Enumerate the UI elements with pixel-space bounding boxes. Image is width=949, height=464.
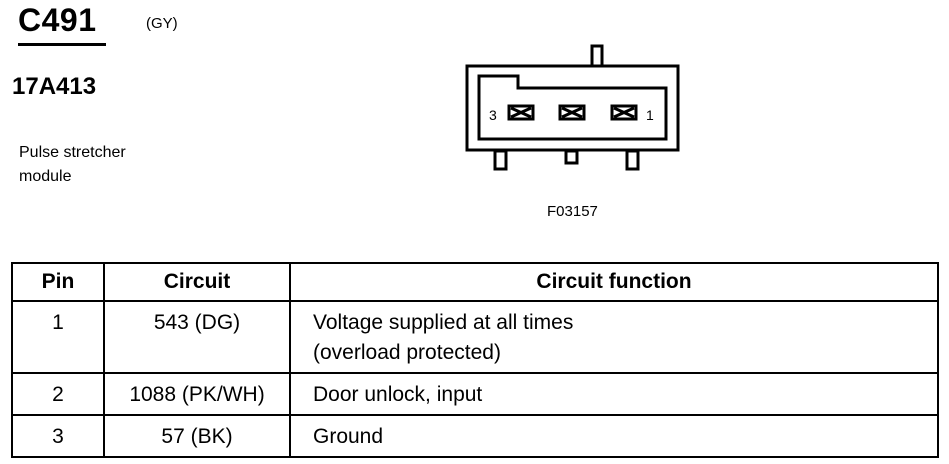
- table-row: 1 543 (DG) Voltage supplied at all times…: [11, 300, 939, 374]
- cell-pin: 2: [11, 372, 105, 416]
- header-circuit: Circuit: [103, 262, 291, 302]
- terminal-lead-3: [493, 149, 508, 171]
- connector-face-diagram: 3 1: [465, 44, 680, 171]
- connector-id-underline: [18, 43, 106, 46]
- part-number: 17A413: [12, 73, 97, 100]
- function-line: Voltage supplied at all times: [313, 311, 574, 334]
- function-line: (overload protected): [313, 341, 501, 364]
- figure-code: F03157: [547, 203, 598, 220]
- terminal-lead-2: [564, 149, 579, 165]
- pin-cavity-2: [558, 104, 586, 121]
- pin-cavity-1: [610, 104, 638, 121]
- cell-pin: 1: [11, 300, 105, 374]
- pin-cavity-3: [507, 104, 535, 121]
- table-header-row: Pin Circuit Circuit function: [11, 262, 939, 302]
- component-name-line: module: [19, 168, 72, 185]
- cell-circuit-function: Voltage supplied at all times (overload …: [289, 300, 939, 374]
- cell-circuit: 543 (DG): [103, 300, 291, 374]
- cell-circuit: 1088 (PK/WH): [103, 372, 291, 416]
- pin-label-right: 1: [646, 107, 654, 123]
- table-row: 3 57 (BK) Ground: [11, 414, 939, 458]
- connector-id: C491: [18, 2, 97, 38]
- cell-circuit-function: Ground: [289, 414, 939, 458]
- cell-circuit-function: Door unlock, input: [289, 372, 939, 416]
- header-pin: Pin: [11, 262, 105, 302]
- pin-table: Pin Circuit Circuit function 1 543 (DG) …: [11, 262, 939, 458]
- table-row: 2 1088 (PK/WH) Door unlock, input: [11, 372, 939, 416]
- connector-color-code: (GY): [146, 15, 178, 32]
- component-name-line: Pulse stretcher: [19, 144, 126, 161]
- cell-circuit: 57 (BK): [103, 414, 291, 458]
- cell-pin: 3: [11, 414, 105, 458]
- header-circuit-function: Circuit function: [289, 262, 939, 302]
- pin-label-left: 3: [489, 107, 497, 123]
- component-name: Pulse stretcher module: [19, 141, 189, 189]
- terminal-lead-1: [625, 149, 640, 171]
- function-line: Door unlock, input: [313, 383, 483, 406]
- function-line: Ground: [313, 425, 384, 448]
